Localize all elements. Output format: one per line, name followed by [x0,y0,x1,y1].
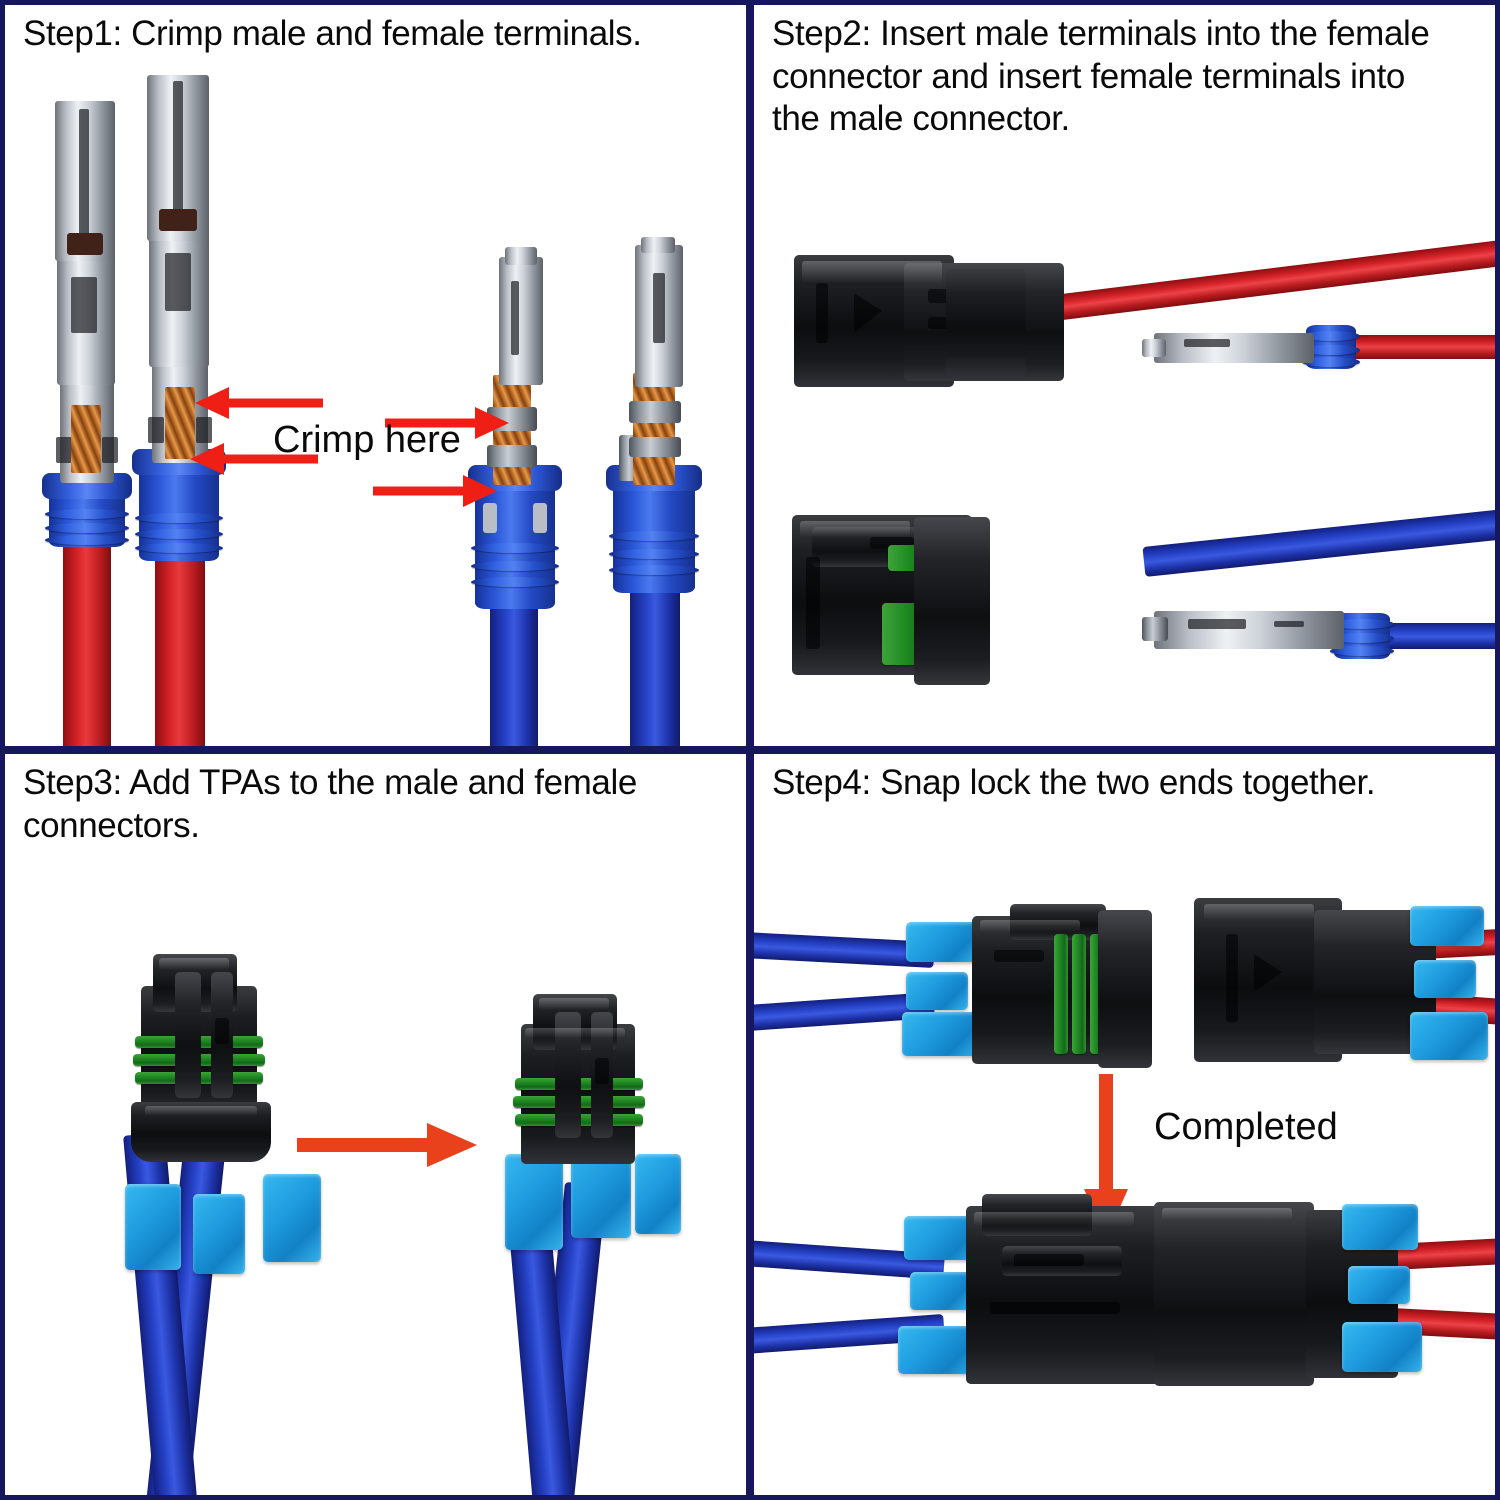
step2-caption: Step2: Insert male terminals into the fe… [772,14,1430,139]
panel-step3: Step3: Add TPAs to the male and female c… [0,750,750,1500]
crimp-arrow-2 [190,443,318,475]
step2-illustration [754,5,1495,746]
step3-caption: Step3: Add TPAs to the male and female c… [23,763,637,845]
crimp-arrow-4 [373,475,497,507]
panel-step1: Step1: Crimp male and female terminals. [0,0,750,750]
completed-label: Completed [1154,1106,1338,1148]
crimp-arrow-3 [385,407,509,439]
crimp-arrow-1 [195,387,323,419]
tpa-install-arrow [297,1123,477,1167]
panel-step4: Step4: Snap lock the two ends together. [750,750,1500,1500]
panel-step2: Step2: Insert male terminals into the fe… [750,0,1500,750]
step1-illustration: Crimp here [5,5,746,746]
step1-caption: Step1: Crimp male and female terminals. [23,14,642,53]
crimp-here-label: Crimp here [273,419,461,461]
step4-illustration: Completed [754,754,1495,1495]
step3-illustration [5,754,746,1495]
step4-caption: Step4: Snap lock the two ends together. [772,763,1376,802]
